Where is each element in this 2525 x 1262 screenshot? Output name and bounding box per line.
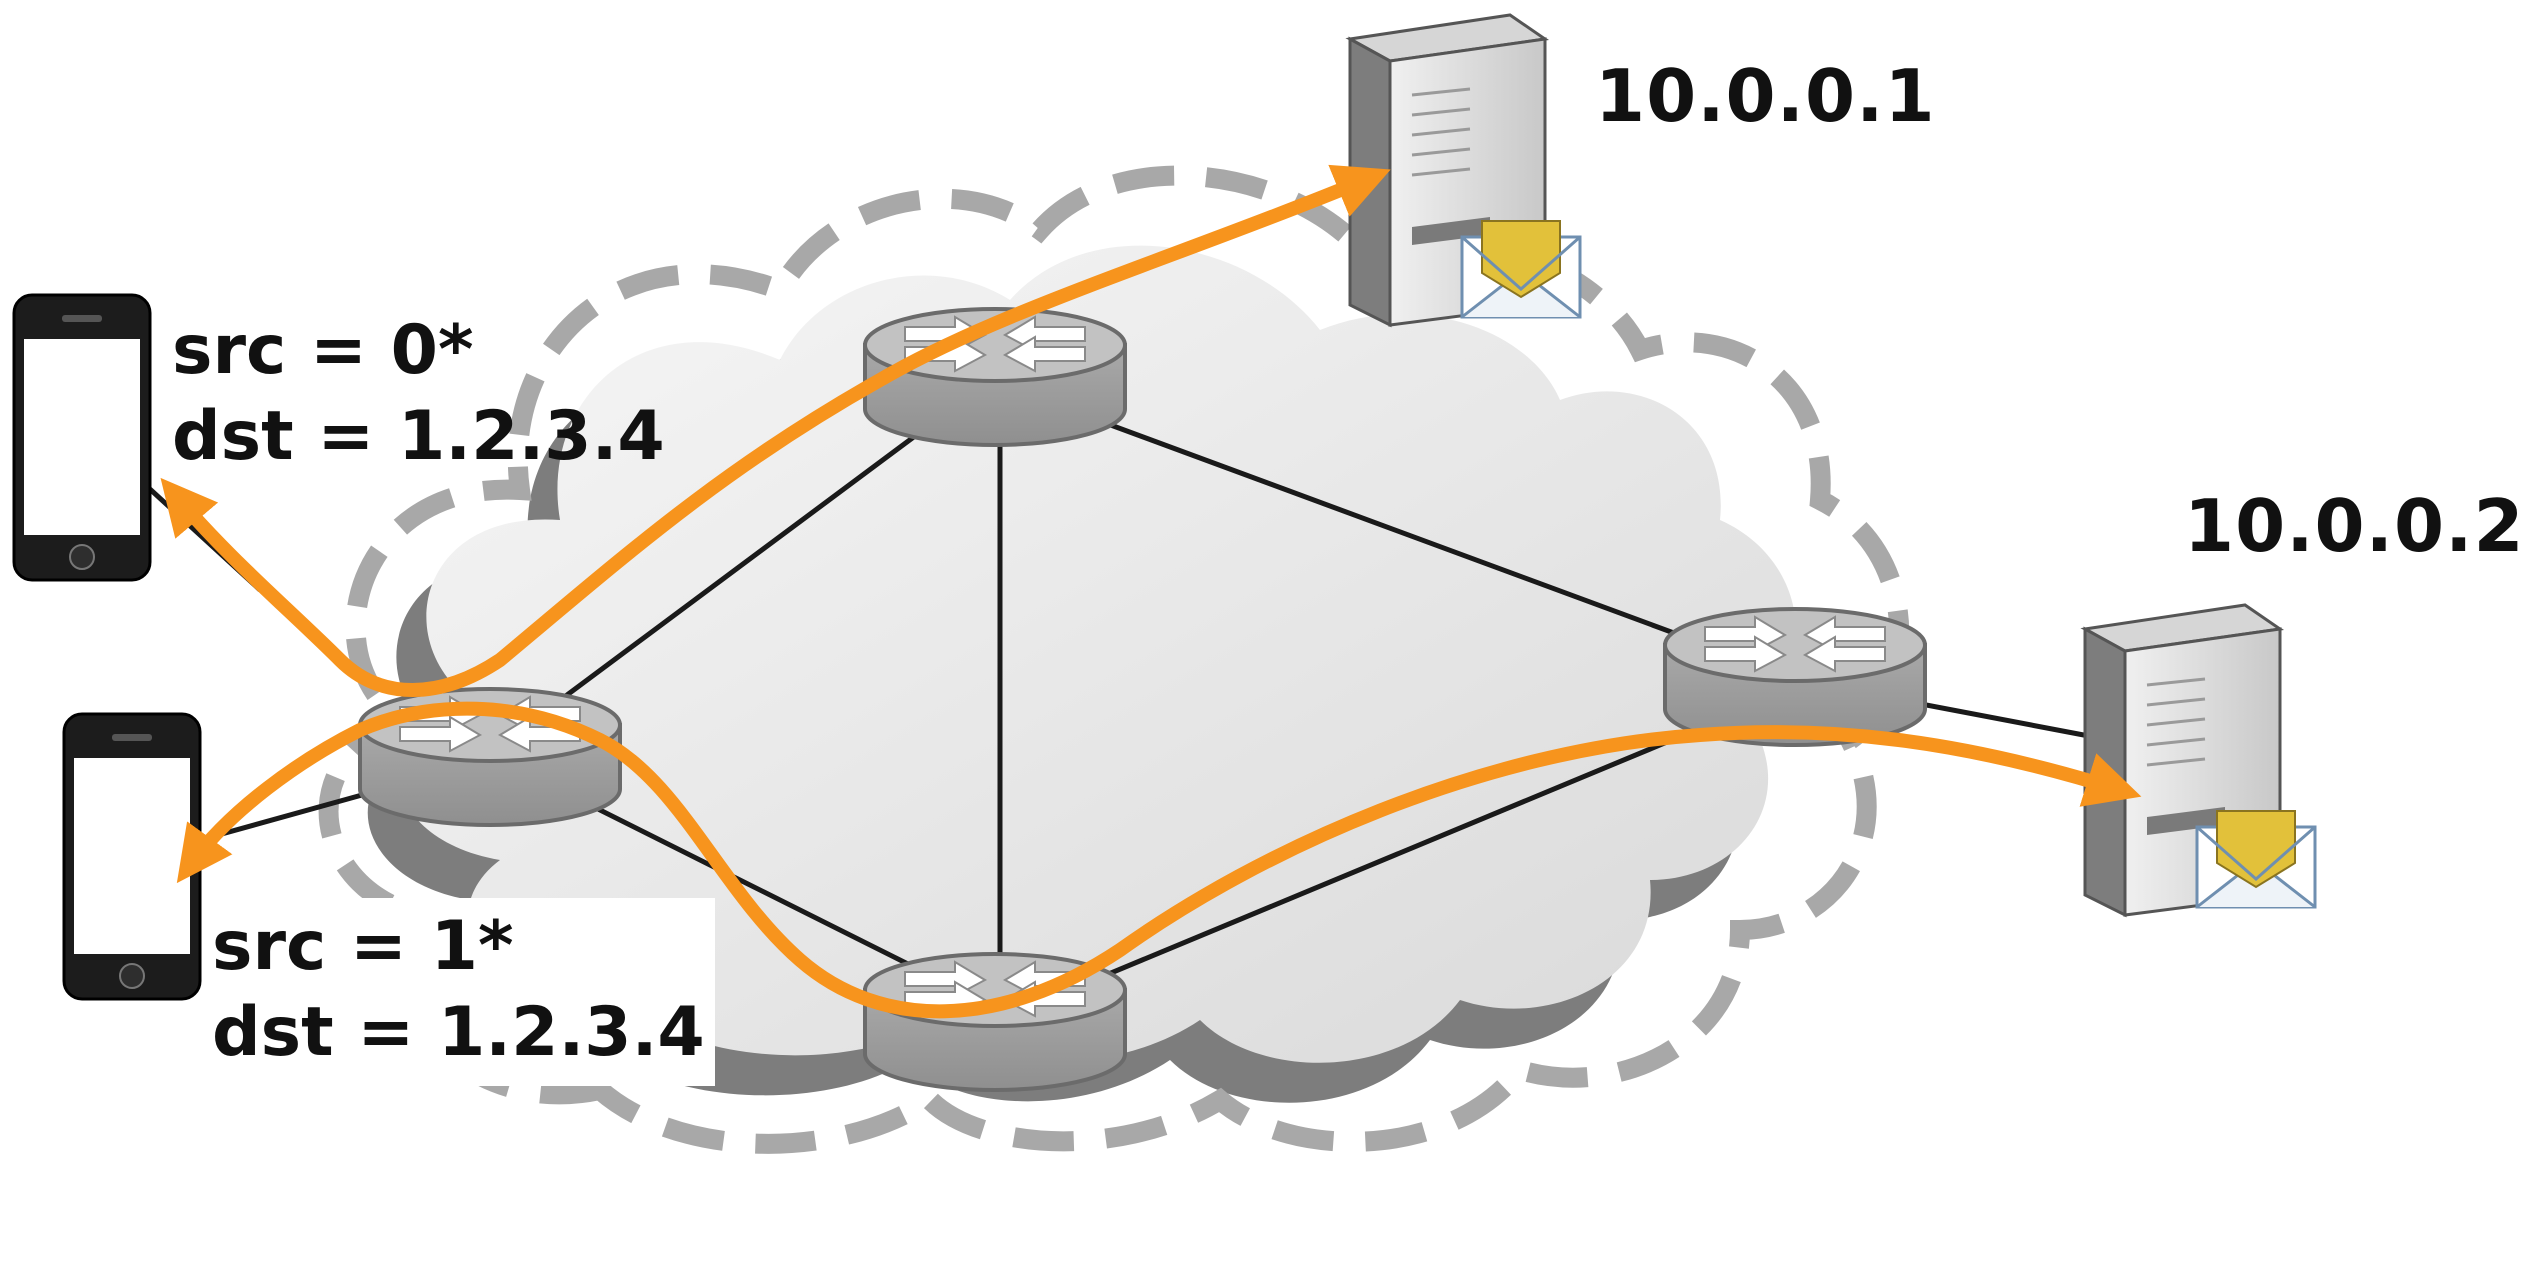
router-right-icon — [1663, 607, 1927, 747]
server-2-icon — [2083, 603, 2317, 917]
traffic-flows — [160, 164, 2142, 1019]
smartphone-top-icon — [12, 293, 152, 582]
phone-top-src: src = 0* — [172, 311, 474, 390]
phone-top-dst: dst = 1.2.3.4 — [172, 397, 665, 476]
phone-top-rule: src = 0* dst = 1.2.3.4 — [172, 308, 665, 480]
flow-server-2-to-phone-bottom — [176, 701, 2142, 1019]
smartphone-bottom-icon — [62, 712, 202, 1001]
server-2-ip-label: 10.0.0.2 — [2184, 484, 2525, 568]
link-router-right-server-2 — [1899, 697, 2111, 743]
server-1-ip-label: 10.0.0.1 — [1595, 54, 1936, 138]
flow-server-1-to-phone-top — [160, 164, 1391, 697]
phone-bottom-rule: src = 1* dst = 1.2.3.4 — [206, 898, 715, 1086]
phone-bottom-dst: dst = 1.2.3.4 — [212, 993, 705, 1072]
phone-bottom-src: src = 1* — [212, 907, 514, 986]
server-1-icon — [1348, 13, 1582, 327]
